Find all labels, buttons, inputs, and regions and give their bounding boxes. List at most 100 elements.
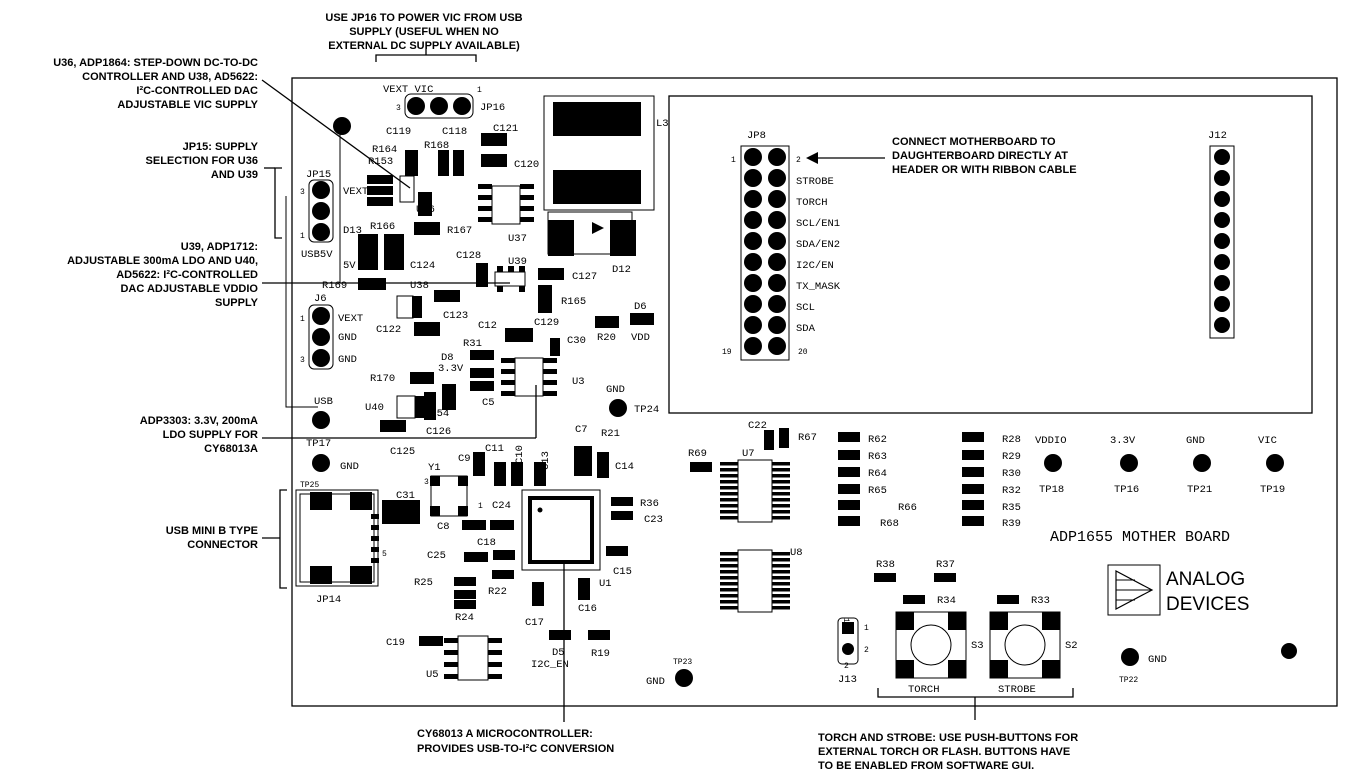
label-d12: D12 bbox=[612, 264, 631, 276]
annotation-u39-line5: SUPPLY bbox=[215, 297, 259, 309]
switch-s3[interactable]: S3 bbox=[895, 611, 984, 679]
pad-c121b bbox=[481, 154, 507, 167]
u7-pins bbox=[720, 462, 790, 520]
ic-pin bbox=[772, 594, 790, 598]
label-tp24: TP24 bbox=[634, 404, 659, 416]
jp16-pin-2 bbox=[430, 97, 448, 115]
label-r24: R24 bbox=[455, 612, 474, 624]
ic-pin bbox=[720, 600, 738, 604]
j12-pins bbox=[1214, 149, 1230, 333]
u37-pin bbox=[478, 184, 492, 189]
jp15-header[interactable]: JP15 3 1 VEXT USB5V bbox=[300, 169, 368, 261]
label-u37: U37 bbox=[508, 233, 527, 245]
j6-header[interactable]: J6 1 3 VEXT GND GND bbox=[300, 293, 363, 370]
pad-d5 bbox=[549, 630, 571, 640]
ic-u8: U8 bbox=[720, 547, 803, 613]
label-r165: R165 bbox=[561, 296, 586, 308]
diode-d12: D12 bbox=[547, 211, 636, 276]
annotation-usb: USB MINI B TYPE CONNECTOR bbox=[166, 525, 258, 551]
label-c124: C124 bbox=[410, 260, 435, 272]
ic-pin bbox=[772, 468, 790, 472]
label-u8: U8 bbox=[790, 547, 803, 559]
j6-pin-2 bbox=[312, 328, 330, 346]
s3-outline bbox=[895, 611, 967, 679]
jp16-header[interactable]: VEXT VIC 3 1 JP16 bbox=[383, 84, 505, 119]
y1-pad bbox=[430, 506, 440, 516]
y1-pad bbox=[458, 476, 468, 486]
label-u1: U1 bbox=[599, 578, 612, 590]
pad-c9 bbox=[473, 452, 485, 476]
jp15-outline bbox=[308, 179, 334, 243]
u7-body bbox=[737, 459, 773, 523]
label-torch: TORCH bbox=[908, 684, 940, 696]
pad-r29 bbox=[962, 450, 984, 460]
j13-header[interactable]: 1 1 2 2 J13 bbox=[837, 617, 869, 686]
label-d5: D5 bbox=[552, 647, 565, 659]
j12-header[interactable]: J12 bbox=[1208, 130, 1235, 339]
jp8-header[interactable]: JP8 1 2 19 20 STROBE TORCH SCL/EN1 SDA/E… bbox=[722, 130, 841, 361]
label-usb: USB bbox=[314, 396, 333, 408]
pad-r38 bbox=[874, 573, 896, 582]
jp14-pin bbox=[371, 547, 379, 552]
pad-r21 bbox=[597, 452, 609, 478]
s3-button bbox=[910, 624, 952, 666]
annotation-torch-line3: TO BE ENABLED FROM SOFTWARE GUI. bbox=[818, 760, 1034, 772]
label-c120: C120 bbox=[514, 159, 539, 171]
u37-pin bbox=[520, 195, 534, 200]
pad-d13 bbox=[358, 234, 378, 270]
jp15-pin-2 bbox=[312, 202, 330, 220]
mounting-hole-bottom-right bbox=[1281, 643, 1297, 659]
label-r39: R39 bbox=[1002, 518, 1021, 530]
ic-pin bbox=[720, 588, 738, 592]
j6-pin-1 bbox=[312, 307, 330, 325]
ic-u7: C22 R67 R69 U7 bbox=[688, 420, 817, 523]
label-c9: C9 bbox=[458, 453, 471, 465]
jp8-outline bbox=[740, 145, 790, 361]
jp8-pin bbox=[744, 232, 762, 250]
ic-pin bbox=[772, 600, 790, 604]
switch-s2[interactable]: S2 bbox=[989, 611, 1078, 679]
label-d6: D6 bbox=[634, 301, 647, 313]
label-c15: C15 bbox=[613, 566, 632, 578]
ic-pin bbox=[772, 504, 790, 508]
bracket-usb bbox=[279, 489, 287, 589]
pad-r62 bbox=[838, 432, 860, 442]
label-u5: U5 bbox=[426, 669, 439, 681]
s3-pad bbox=[948, 660, 966, 678]
u8-body bbox=[737, 549, 773, 613]
testpoint-tp16 bbox=[1120, 454, 1138, 472]
connector-jp14[interactable]: TP25 5 JP14 C31 bbox=[295, 481, 420, 606]
passives-d13: R166 D13 5V C124 bbox=[343, 221, 435, 272]
jp8-pin bbox=[768, 232, 786, 250]
label-c129: C129 bbox=[534, 317, 559, 329]
s2-pad bbox=[990, 660, 1008, 678]
label-jp16: JP16 bbox=[480, 102, 505, 114]
label-y1: Y1 bbox=[428, 462, 441, 474]
u5-pin bbox=[488, 674, 502, 679]
testpoint-tp17 bbox=[312, 454, 330, 472]
ic-pin bbox=[772, 474, 790, 478]
daughterboard-area bbox=[668, 95, 1313, 414]
pad-r166 bbox=[384, 234, 404, 270]
label-c10: C10 bbox=[514, 445, 526, 464]
label-jp16-pin3: 3 bbox=[396, 104, 401, 113]
label-usb-pin5: 5 bbox=[382, 550, 387, 559]
jp14-shield bbox=[310, 566, 332, 584]
ic-pin bbox=[720, 474, 738, 478]
testpoint-tp24-pad bbox=[609, 399, 627, 417]
u38-pad bbox=[412, 296, 422, 318]
s2-pad bbox=[990, 612, 1008, 630]
label-r25: R25 bbox=[414, 577, 433, 589]
resistor-array-right: R28 R29 R30 R32 R35 R39 bbox=[962, 432, 1021, 530]
annotation-jp8: CONNECT MOTHERBOARD TO DAUGHTERBOARD DIR… bbox=[892, 136, 1077, 176]
pad-r35 bbox=[962, 500, 984, 510]
s3-pad bbox=[948, 612, 966, 630]
pad-r33 bbox=[997, 595, 1019, 604]
s3-pad bbox=[896, 660, 914, 678]
annotation-u39: U39, ADP1712: ADJUSTABLE 300mA LDO AND U… bbox=[67, 241, 259, 309]
label-c123: C123 bbox=[443, 310, 468, 322]
j12-pin bbox=[1214, 317, 1230, 333]
u39-pin bbox=[497, 286, 503, 292]
pad-r168a bbox=[438, 150, 449, 176]
